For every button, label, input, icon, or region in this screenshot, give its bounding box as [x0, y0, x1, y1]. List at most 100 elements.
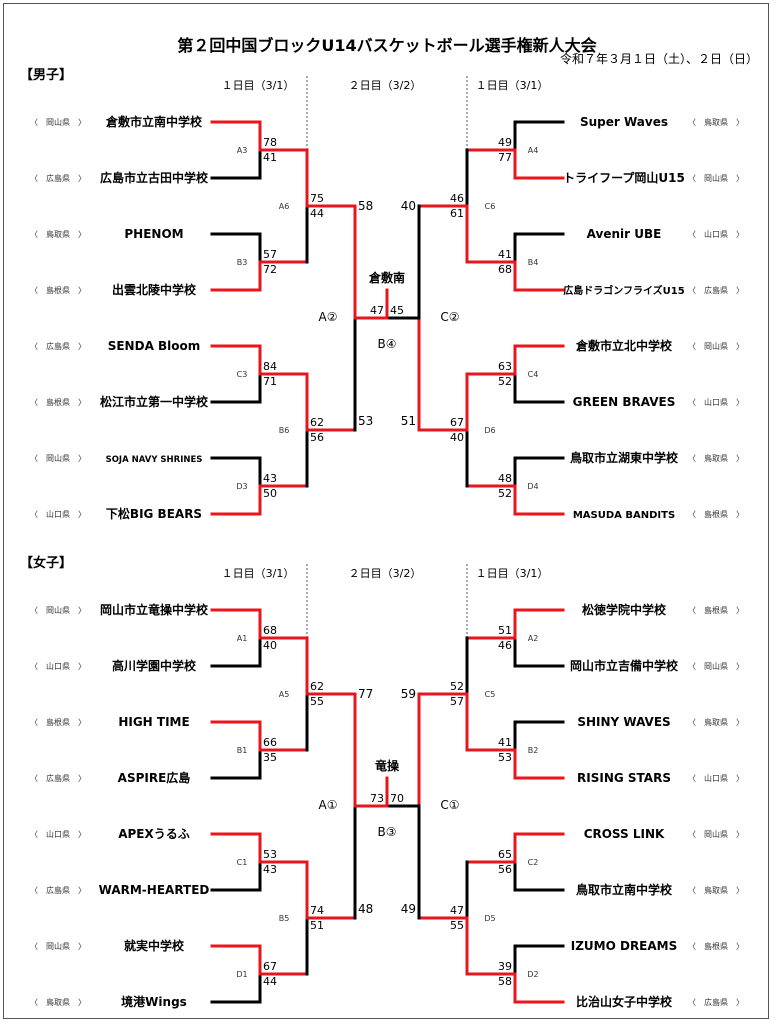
score-bottom: 55	[450, 919, 464, 932]
team-name: RISING STARS	[577, 771, 671, 785]
final-score-right: 45	[390, 304, 404, 317]
team-prefecture: 〈 鳥取県 〉	[688, 117, 744, 127]
score-top: 84	[263, 360, 277, 373]
team-prefecture: 〈 広島県 〉	[30, 341, 86, 351]
score-bottom: 68	[498, 263, 512, 276]
score-top: 40	[401, 199, 416, 213]
team-name: 鳥取市立南中学校	[576, 882, 673, 897]
day1-label-right: １日目（3/1）	[476, 79, 549, 92]
team-prefecture: 〈 岡山県 〉	[30, 453, 86, 463]
team-prefecture: 〈 広島県 〉	[30, 773, 86, 783]
team-prefecture: 〈 岡山県 〉	[30, 941, 86, 951]
semifinal-id: A②	[319, 310, 338, 324]
team-name: SOJA NAVY SHRINES	[106, 455, 203, 465]
match-id: D4	[527, 482, 538, 491]
team-name: 広島市立古田中学校	[100, 170, 209, 185]
score-bottom: 61	[450, 207, 464, 220]
match-id: A5	[279, 690, 290, 699]
boys-section-label: 【男子】	[20, 68, 73, 83]
team-name: WARM-HEARTED	[99, 883, 210, 897]
match-id: D3	[236, 482, 247, 491]
team-name: GREEN BRAVES	[573, 395, 676, 409]
team-name: 就実中学校	[124, 938, 185, 953]
score-bottom: 50	[263, 487, 277, 500]
final-id: B④	[378, 337, 397, 351]
score-bottom: 52	[498, 487, 512, 500]
team-name: 鳥取市立湖東中学校	[570, 450, 679, 465]
match-id: B6	[279, 426, 290, 435]
match-id: A6	[279, 202, 290, 211]
team-prefecture: 〈 岡山県 〉	[688, 173, 744, 183]
match-id: A1	[237, 634, 248, 643]
score-top: 62	[310, 680, 324, 693]
match-id: C1	[237, 858, 248, 867]
score-top: 58	[358, 199, 373, 213]
team-prefecture: 〈 島根県 〉	[30, 285, 86, 295]
score-bottom: 71	[263, 375, 277, 388]
team-prefecture: 〈 広島県 〉	[30, 885, 86, 895]
score-bottom: 56	[310, 431, 324, 444]
score-bottom: 53	[498, 751, 512, 764]
team-prefecture: 〈 島根県 〉	[688, 605, 744, 615]
team-name: 比治山女子中学校	[576, 994, 673, 1009]
team-prefecture: 〈 山口県 〉	[30, 509, 86, 519]
score-top: 65	[498, 848, 512, 861]
score-top: 53	[263, 848, 277, 861]
score-top: 78	[263, 136, 277, 149]
score-top: 47	[450, 904, 464, 917]
score-top: 41	[498, 736, 512, 749]
team-prefecture: 〈 山口県 〉	[688, 397, 744, 407]
score-top: 46	[450, 192, 464, 205]
team-name: SENDA Bloom	[108, 339, 201, 353]
score-top: 67	[263, 960, 277, 973]
team-name: SHINY WAVES	[577, 715, 670, 729]
score-bottom: 77	[498, 151, 512, 164]
score-bottom: 41	[263, 151, 277, 164]
team-prefecture: 〈 山口県 〉	[30, 661, 86, 671]
day2-label: ２日目（3/2）	[349, 79, 422, 92]
team-prefecture: 〈 島根県 〉	[688, 941, 744, 951]
team-prefecture: 〈 鳥取県 〉	[688, 717, 744, 727]
team-prefecture: 〈 島根県 〉	[30, 717, 86, 727]
team-name: ASPIRE広島	[118, 770, 191, 785]
page-title: 第２回中国ブロックU14バスケットボール選手権新人大会	[177, 36, 597, 55]
team-prefecture: 〈 岡山県 〉	[30, 117, 86, 127]
score-top: 63	[498, 360, 512, 373]
score-top: 57	[263, 248, 277, 261]
score-top: 62	[310, 416, 324, 429]
match-id: D5	[484, 914, 495, 923]
score-top: 66	[263, 736, 277, 749]
score-bottom: 51	[310, 919, 324, 932]
score-top: 43	[263, 472, 277, 485]
score-bottom: 44	[310, 207, 324, 220]
score-bottom: 46	[498, 639, 512, 652]
champion-label: 竜操	[375, 758, 400, 773]
semifinal-id: C①	[440, 798, 459, 812]
score-top: 68	[263, 624, 277, 637]
score-bottom: 35	[263, 751, 277, 764]
score-bottom: 44	[263, 975, 277, 988]
score-top: 67	[450, 416, 464, 429]
score-bottom: 57	[450, 695, 464, 708]
score-top: 77	[358, 687, 373, 701]
score-top: 48	[498, 472, 512, 485]
score-bottom: 56	[498, 863, 512, 876]
team-name: 岡山市立竜操中学校	[100, 602, 209, 617]
team-name: 倉敷市立北中学校	[575, 338, 673, 353]
team-prefecture: 〈 岡山県 〉	[688, 661, 744, 671]
team-prefecture: 〈 広島県 〉	[688, 997, 744, 1007]
match-id: B4	[528, 258, 539, 267]
team-name: CROSS LINK	[584, 827, 665, 841]
match-id: D2	[527, 970, 538, 979]
team-name: 倉敷市立南中学校	[105, 114, 203, 129]
score-bottom: 43	[263, 863, 277, 876]
final-score-left: 47	[370, 304, 384, 317]
score-top: 51	[498, 624, 512, 637]
team-prefecture: 〈 山口県 〉	[30, 829, 86, 839]
final-score-left: 73	[370, 792, 384, 805]
match-id: B3	[237, 258, 248, 267]
match-id: A4	[528, 146, 539, 155]
team-name: PHENOM	[124, 227, 183, 241]
team-name: 境港Wings	[121, 994, 187, 1009]
